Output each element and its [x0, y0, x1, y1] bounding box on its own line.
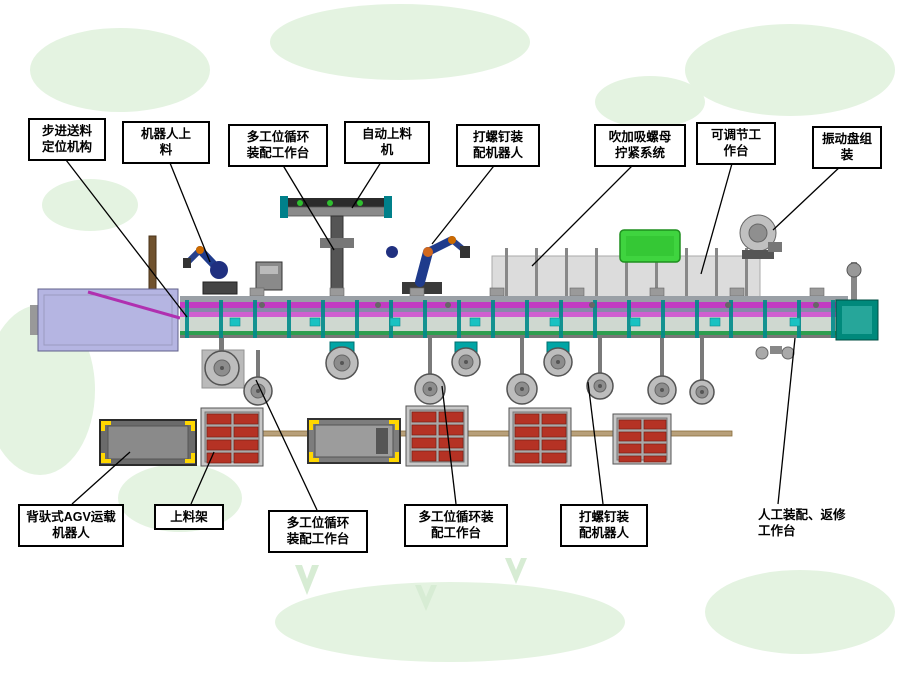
callout-agv-carrier: 背驮式AGV运载 机器人	[18, 504, 124, 547]
callout-multistation-bench-b1: 多工位循环 装配工作台	[268, 510, 368, 553]
conveyor-line	[180, 287, 848, 338]
auto-loader-gantry	[280, 196, 392, 297]
vibration-bowl	[739, 214, 782, 259]
green-control-unit	[619, 229, 681, 263]
nut-tightening-system	[491, 248, 761, 301]
callout-manual-rework: 人工装配、返修 工作台	[758, 508, 846, 539]
callout-screw-robot-bottom: 打螺钉装 配机器人	[560, 504, 648, 547]
callout-step-feed-positioning: 步进送料 定位机构	[28, 118, 106, 161]
callout-screw-robot-top: 打螺钉装 配机器人	[456, 124, 540, 167]
callout-multistation-bench-b2: 多工位循环装 配工作台	[404, 504, 508, 547]
line-end-unit	[835, 262, 879, 341]
callout-multistation-bench-top: 多工位循环 装配工作台	[228, 124, 328, 167]
loading-rack-4	[612, 413, 672, 465]
callout-loading-rack: 上料架	[154, 504, 224, 531]
rotary-stations	[201, 338, 795, 406]
loading-rack-1	[200, 407, 264, 467]
callout-robot-loading: 机器人上 料	[122, 121, 210, 164]
agv-carrier-2	[307, 418, 401, 464]
leader-lines	[65, 157, 844, 511]
callout-auto-loader: 自动上料 机	[344, 121, 430, 164]
map-watermark	[0, 4, 895, 662]
callout-adjustable-bench: 可调节工 作台	[696, 122, 776, 165]
loading-rack-3	[508, 407, 572, 467]
agv-dock	[30, 288, 181, 352]
screw-robot	[386, 236, 470, 294]
manual-rework-fixtures	[755, 346, 795, 360]
callout-nut-tightening: 吹加吸螺母 拧紧系统	[594, 124, 686, 167]
loading-rack-2	[405, 405, 469, 467]
callout-vibration-bowl: 振动盘组 装	[812, 126, 882, 169]
agv-carrier-1	[99, 419, 197, 466]
